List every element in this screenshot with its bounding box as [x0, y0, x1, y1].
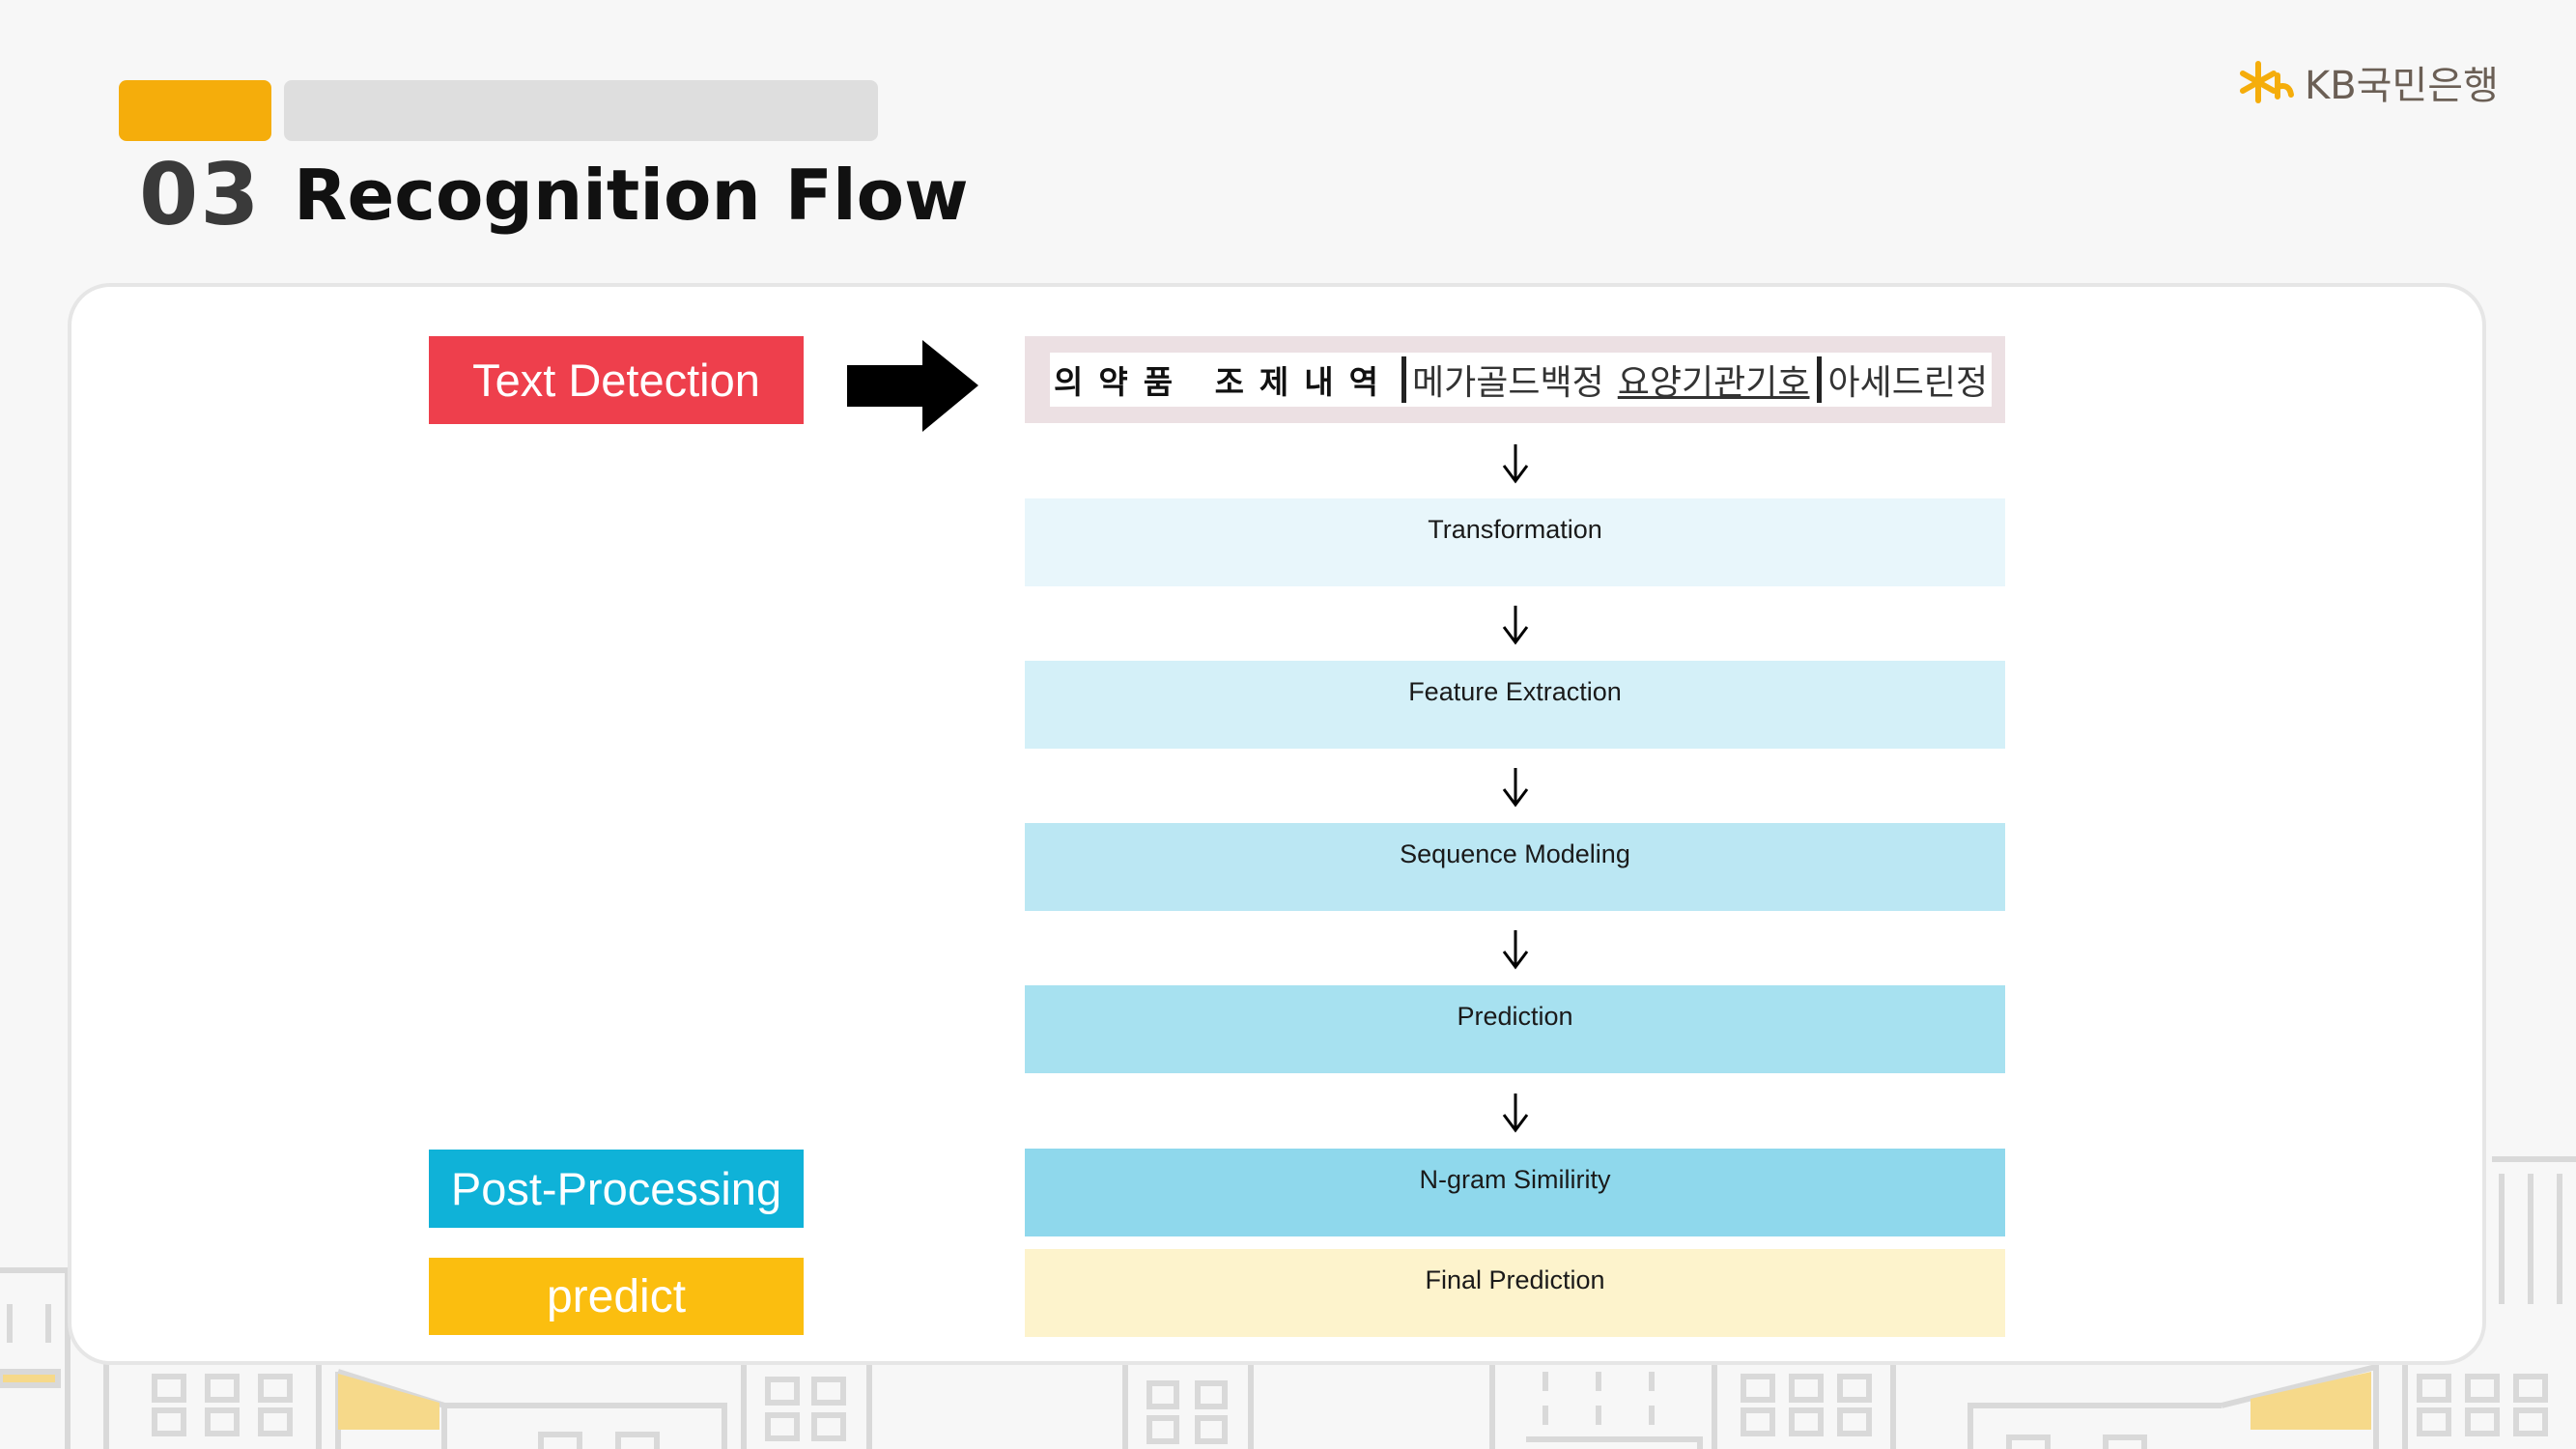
kb-logo: KB국민은행 [2239, 58, 2499, 108]
sample-segment: 요양기관기호 [1617, 363, 1810, 403]
step-transformation: Transformation [1025, 498, 2005, 586]
sample-text-strip: 의약품 조제내역 메가골드백정 요양기관기호 아세드린정 [1050, 353, 1993, 407]
section-number: 03 [139, 145, 262, 244]
down-arrow-icon [1502, 930, 1529, 970]
down-arrow-icon [1502, 768, 1529, 808]
down-arrow-icon [1502, 444, 1529, 484]
down-arrow-icon [1502, 606, 1529, 645]
logo-text: KB국민은행 [2305, 64, 2499, 108]
sample-segment: 아세드린정 [1817, 356, 1988, 403]
header-accent-bar [119, 80, 271, 141]
step-sequence-modeling: Sequence Modeling [1025, 823, 2005, 911]
step-final-prediction: Final Prediction [1025, 1249, 2005, 1337]
kb-star-icon [2240, 61, 2294, 103]
sample-segment: 의약품 조제내역 [1054, 363, 1395, 401]
step-ngram-similarity: N-gram Similirity [1025, 1149, 2005, 1236]
text-detection-label: Text Detection [429, 336, 804, 424]
page-title: Recognition Flow [294, 155, 969, 236]
post-processing-label: Post-Processing [429, 1150, 804, 1228]
step-feature-extraction: Feature Extraction [1025, 661, 2005, 749]
down-arrow-icon [1502, 1094, 1529, 1133]
right-arrow-icon [847, 340, 978, 432]
header-subtitle-bar [284, 80, 878, 141]
detected-text-sample: 의약품 조제내역 메가골드백정 요양기관기호 아세드린정 [1025, 336, 2005, 423]
step-prediction: Prediction [1025, 985, 2005, 1073]
predict-label: predict [429, 1258, 804, 1335]
sample-segment: 메가골드백정 [1401, 356, 1604, 403]
